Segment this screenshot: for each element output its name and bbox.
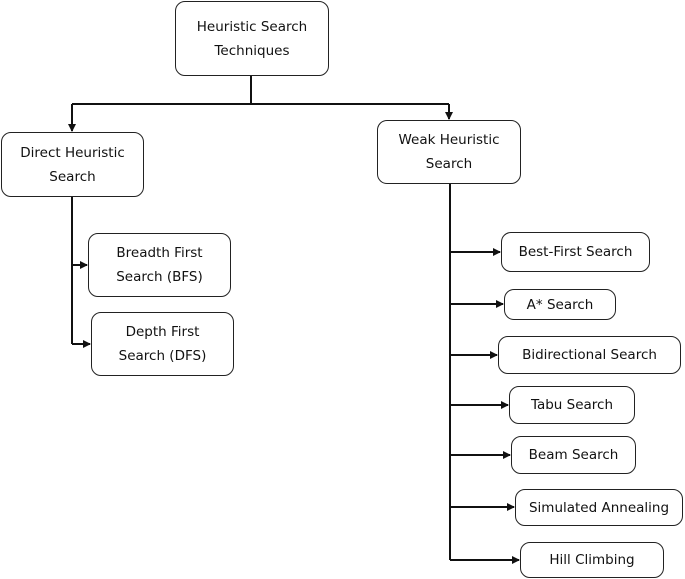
node-tabu-search: Tabu Search [509,386,635,424]
node-depth-first-search: Depth First Search (DFS) [91,312,234,376]
node-label: Breadth First Search (BFS) [116,245,203,285]
node-weak-heuristic-search: Weak Heuristic Search [377,120,521,184]
node-label: Bidirectional Search [522,347,657,363]
node-label: Weak Heuristic Search [398,132,500,172]
node-label: Best-First Search [518,244,633,260]
node-a-star-search: A* Search [504,289,616,320]
node-beam-search: Beam Search [511,436,636,474]
node-label: Direct Heuristic Search [20,144,125,185]
node-label: Tabu Search [530,397,614,413]
node-label: A* Search [526,296,594,313]
node-breadth-first-search: Breadth First Search (BFS) [88,233,231,297]
node-label: Depth First Search (DFS) [118,324,207,364]
node-label: Simulated Annealing [528,499,670,516]
node-hill-climbing: Hill Climbing [520,542,664,578]
node-heuristic-search-techniques: Heuristic Search Techniques [175,1,329,76]
node-best-first-search: Best-First Search [501,232,650,272]
node-direct-heuristic-search: Direct Heuristic Search [1,132,144,197]
node-label: Hill Climbing [549,552,635,568]
node-label: Beam Search [528,447,619,463]
node-bidirectional-search: Bidirectional Search [498,336,681,374]
node-simulated-annealing: Simulated Annealing [515,489,683,526]
node-label: Heuristic Search Techniques [196,18,308,59]
